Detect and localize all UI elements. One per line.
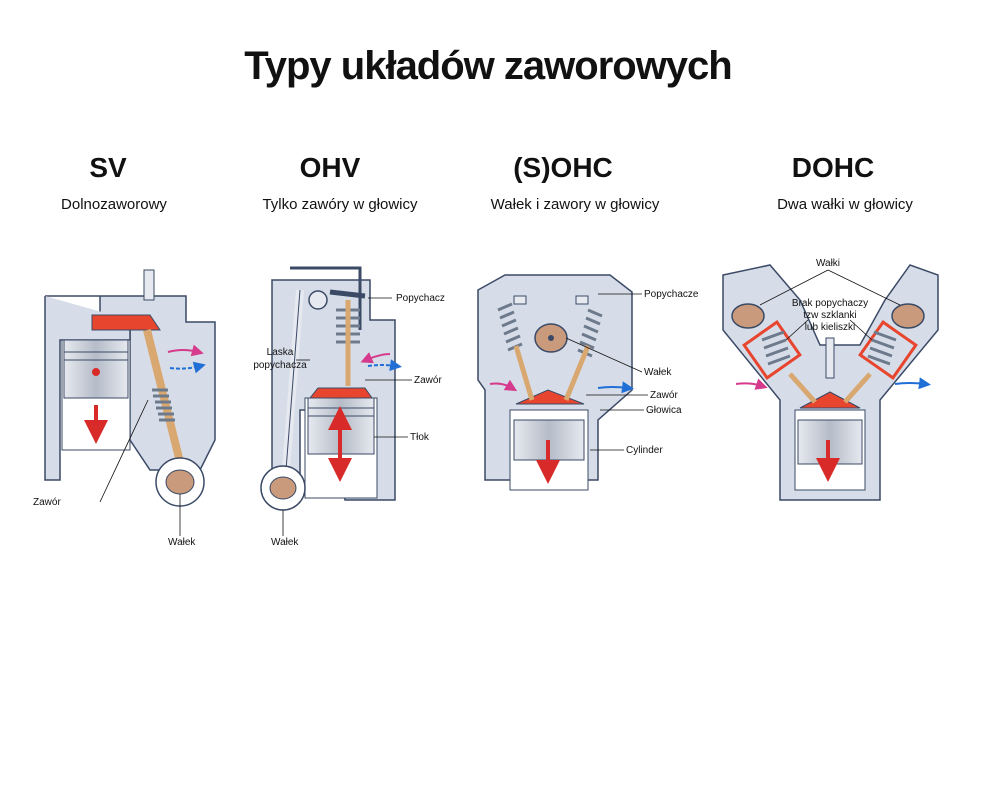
label-dohc-brak-3: lub kieliszki [804,322,856,333]
label-dohc-brak-2: tzw szklanki [803,310,857,321]
label-ohv-walek: Wałek [271,537,299,548]
col-subtitle-sohc: Wałek i zawory w głowicy [490,196,660,213]
label-sv-walek: Wałek [168,537,196,548]
col-code-dohc: DOHC [791,152,875,183]
label-ohv-zawor: Zawór [414,375,442,386]
page-title: Typy układów zaworowych [244,44,732,88]
label-sohc-zawor: Zawór [650,390,678,401]
sohc-engine-diagram [477,274,648,491]
col-code-sv: SV [89,152,127,183]
col-code-ohv: OHV [299,152,361,183]
dohc-engine-diagram [722,264,939,501]
label-sohc-popychacze: Popychacze [644,289,699,300]
label-ohv-laska: Laska [266,347,294,358]
col-subtitle-sv: Dolnozaworowy [61,196,167,213]
ohv-engine-diagram [260,266,412,536]
sv-engine-diagram [44,269,216,536]
label-sohc-cylinder: Cylinder [626,445,663,456]
label-sv-zawor: Zawór [33,497,61,508]
label-sohc-walek: Wałek [644,367,672,378]
label-dohc-walki: Wałki [815,258,841,269]
col-subtitle-ohv: Tylko zawóry w głowicy [262,196,418,213]
label-dohc-brak-1: Brak popychaczy [791,298,869,309]
label-ohv-laska-2: popychacza [253,360,307,371]
col-subtitle-dohc: Dwa wałki w głowicy [777,196,913,213]
label-ohv-popychacz: Popychacz [396,293,445,304]
col-code-sohc: (S)OHC [513,152,613,183]
label-sohc-glowica: Głowica [646,405,682,416]
label-ohv-tlok: Tłok [410,432,429,443]
